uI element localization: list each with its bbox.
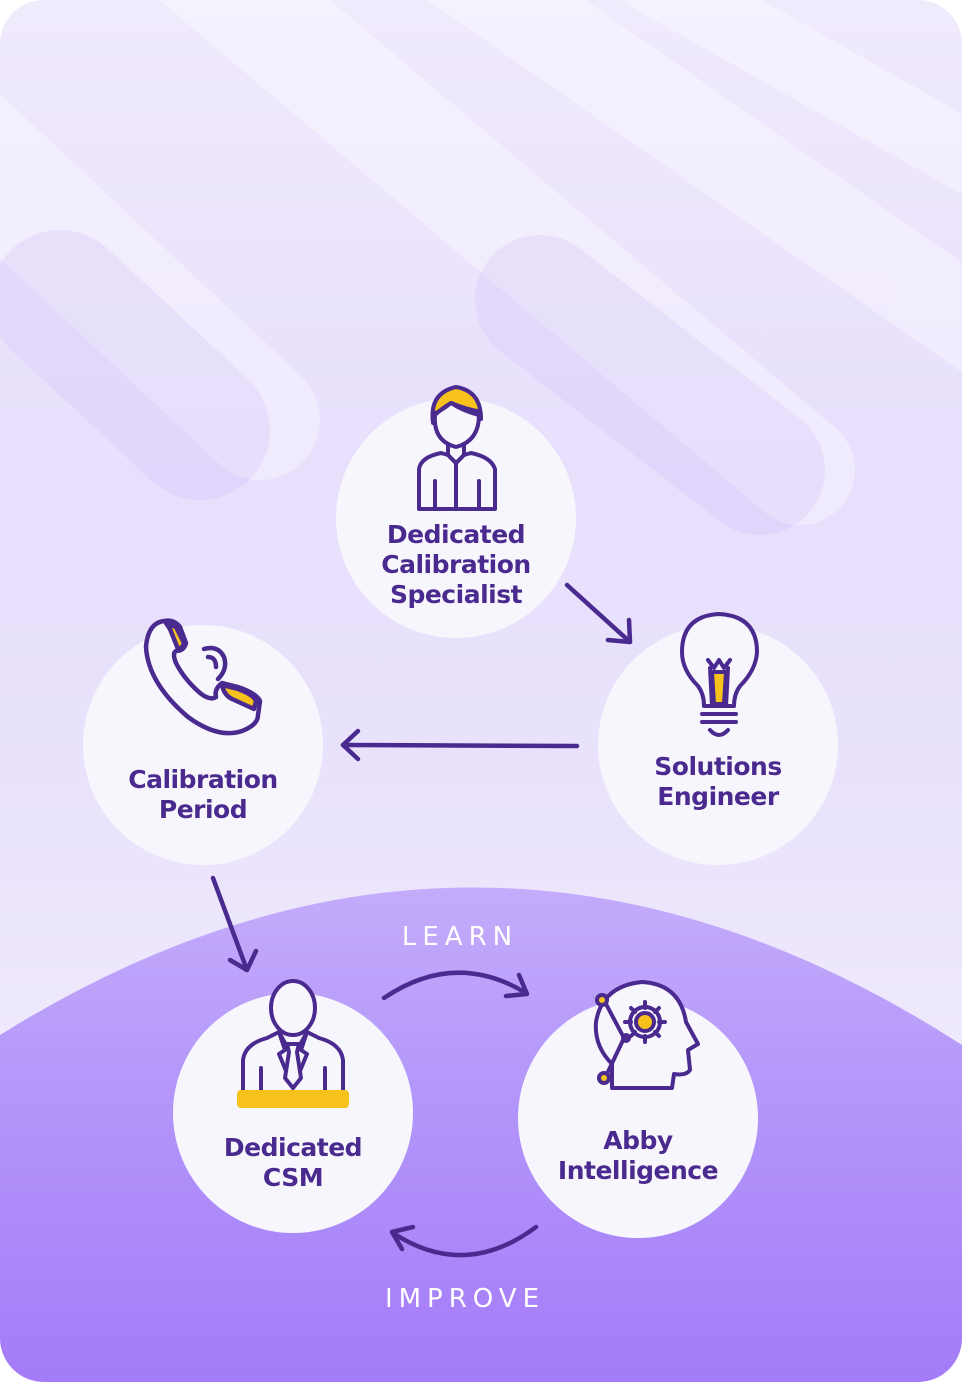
improve-caption: IMPROVE <box>384 1284 546 1314</box>
node-solutions-engineer: Solutions Engineer <box>598 612 838 865</box>
node-dedicated-csm: Dedicated CSM <box>173 979 413 1233</box>
phone-icon <box>143 618 263 736</box>
label-line: Engineer <box>657 782 779 811</box>
label-line: CSM <box>262 1163 324 1192</box>
label-line: Intelligence <box>557 1156 719 1185</box>
node-label: Dedicated Calibration Specialist <box>336 520 576 610</box>
label-line: Abby <box>603 1126 673 1155</box>
label-line: Dedicated <box>386 520 526 549</box>
businessman-icon <box>237 979 349 1108</box>
label-line: Calibration <box>128 765 278 794</box>
learn-caption: LEARN <box>401 922 519 952</box>
node-label: Calibration Period <box>83 765 323 825</box>
node-label: Solutions Engineer <box>598 752 838 812</box>
label-line: Specialist <box>389 580 523 609</box>
label-line: Calibration <box>381 550 531 579</box>
label-line: Period <box>158 795 248 824</box>
node-dedicated-calibration-specialist: Dedicated Calibration Specialist <box>336 385 576 638</box>
ai-head-icon <box>593 980 700 1090</box>
node-label: Dedicated CSM <box>173 1133 413 1193</box>
node-calibration-period: Calibration Period <box>83 618 323 865</box>
person-icon <box>417 385 497 511</box>
lightbulb-icon <box>680 612 759 737</box>
label-line: Dedicated <box>223 1133 363 1162</box>
node-abby-intelligence: Abby Intelligence <box>518 980 758 1238</box>
node-label: Abby Intelligence <box>518 1126 758 1186</box>
label-line: Solutions <box>654 752 782 781</box>
